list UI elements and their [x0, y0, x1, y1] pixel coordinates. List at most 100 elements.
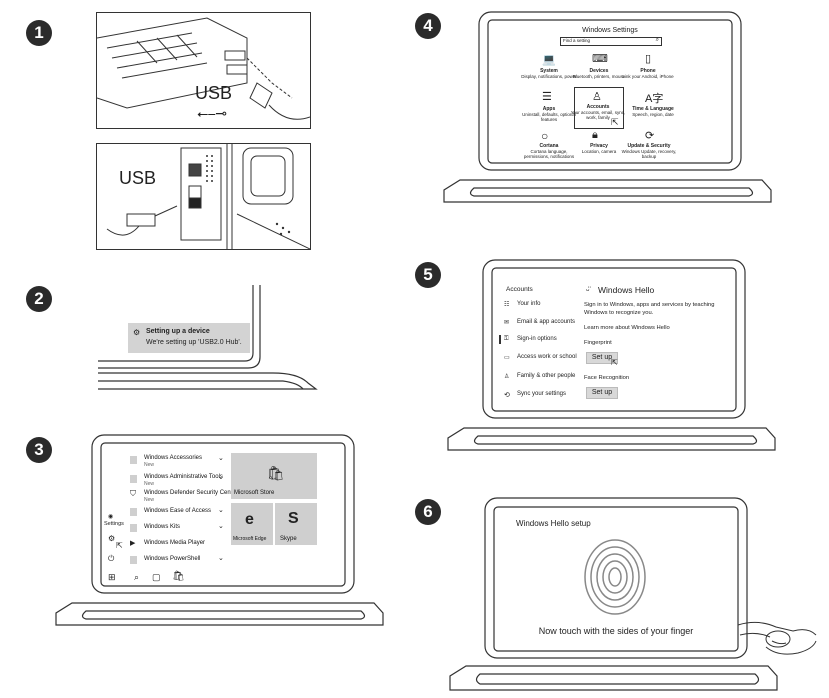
fingerprint-setup-button[interactable]: Set up: [586, 352, 618, 364]
menu-item-accessories[interactable]: Windows Accessories: [144, 455, 203, 461]
laptop-frame-3: [55, 434, 384, 626]
keyboard-icon: ⌨: [592, 53, 608, 65]
cursor-icon: ⇱: [116, 541, 123, 550]
desktop-usb-illustration: USB: [96, 143, 311, 250]
tile-label: Skype: [280, 536, 297, 542]
laptop-corner-drawing: [98, 285, 318, 390]
sidebar-title: Accounts: [506, 286, 533, 293]
app-icon: [130, 456, 137, 464]
user-icon[interactable]: ◉: [108, 514, 114, 520]
step-badge-3: 3: [26, 437, 52, 463]
chevron-down-icon[interactable]: ⌄: [218, 455, 224, 462]
learn-more-link[interactable]: Learn more about Windows Hello: [584, 325, 670, 331]
briefcase-icon: ▭: [504, 355, 510, 361]
task-view-icon[interactable]: ▢: [152, 572, 161, 582]
gear-icon[interactable]: ⚙: [108, 534, 116, 543]
menu-item-kits[interactable]: Windows Kits: [144, 524, 181, 530]
play-icon: ▶: [130, 540, 136, 547]
start-menu: Windows Accessories New ⌄ Windows Admini…: [101, 443, 345, 586]
app-icon: [130, 508, 137, 516]
step-badge-6: 6: [415, 499, 441, 525]
step-badge-5: 5: [415, 262, 441, 288]
chevron-down-icon[interactable]: ⌄: [218, 474, 224, 481]
sidebar-item-sync[interactable]: Sync your settings: [517, 391, 567, 397]
sync-icon: ⟲: [504, 392, 510, 399]
mail-icon: ✉: [504, 320, 510, 326]
app-icon: [130, 556, 137, 564]
cortana-icon: ○: [541, 129, 549, 143]
windows-hello-description: Sign in to Windows, apps and services by…: [584, 302, 715, 316]
menu-item-sub: New: [144, 481, 155, 487]
fingerprint-label: Fingerprint: [584, 340, 612, 346]
step-badge-4: 4: [415, 13, 441, 39]
setup-instruction: Now touch with the sides of your finger: [538, 626, 694, 636]
windows-hello-setup-screen: Windows Hello setup Now touch with the s…: [494, 507, 738, 651]
language-icon: A字: [645, 93, 664, 105]
menu-item-defender[interactable]: Windows Defender Security Center: [144, 490, 238, 496]
notification-title: Setting up a device: [146, 328, 210, 335]
sidebar-item-work-school[interactable]: Access work or school: [517, 354, 577, 360]
gear-icon: ⚙: [133, 328, 141, 337]
windows-start-icon[interactable]: ⊞: [108, 572, 116, 582]
cursor-icon: ⇱: [611, 358, 618, 367]
settings-label: Settings: [104, 521, 124, 527]
laptop-frame-6: [449, 497, 778, 691]
device-notification[interactable]: ⚙ Setting up a device We're setting up '…: [128, 323, 250, 353]
step-badge-1: 1: [26, 20, 52, 46]
person-icon: ♙: [592, 91, 602, 103]
cursor-icon: ⇱: [611, 117, 619, 127]
edge-icon: e: [245, 511, 254, 528]
app-icon: [130, 475, 137, 483]
laptop-frame-5: [447, 259, 776, 451]
face-setup-button[interactable]: Set up: [586, 387, 618, 399]
chevron-down-icon[interactable]: ⌄: [218, 555, 224, 562]
tile-microsoft-store[interactable]: 🛍 Microsoft Store: [231, 453, 317, 499]
selected-indicator: [499, 335, 501, 344]
shopping-bag-icon: 🛍: [267, 465, 285, 481]
laptop-usb-illustration: USB ⭠⎯⊸: [96, 12, 311, 129]
power-icon[interactable]: ⏻: [108, 554, 115, 563]
lock-icon: 🔒︎: [592, 129, 598, 141]
person-icon: ☷: [504, 302, 510, 308]
windows-hello-heading: Windows Hello: [598, 285, 655, 295]
chevron-down-icon[interactable]: ⌄: [218, 507, 224, 514]
tile-microsoft-edge[interactable]: e Microsoft Edge: [231, 503, 273, 545]
search-placeholder: Find a setting: [563, 38, 591, 43]
tile-label: Microsoft Store: [234, 490, 275, 496]
skype-icon: S: [288, 510, 299, 527]
sidebar-item-your-info[interactable]: Your info: [517, 301, 541, 307]
phone-icon: ▯: [645, 53, 652, 65]
family-icon: ♙: [504, 374, 510, 380]
tile-skype[interactable]: S Skype: [275, 503, 317, 545]
notification-body: We're setting up 'USB2.0 Hub'.: [146, 339, 242, 346]
menu-item-ease-of-access[interactable]: Windows Ease of Access: [144, 508, 212, 514]
laptop-icon: 💻: [542, 54, 556, 66]
sidebar-item-email-accounts[interactable]: Email & app accounts: [517, 319, 576, 325]
sidebar-item-sign-in-options[interactable]: Sign-in options: [517, 336, 557, 342]
menu-item-admin-tools[interactable]: Windows Administrative Tools: [144, 474, 223, 480]
chevron-down-icon[interactable]: ⌄: [218, 523, 224, 530]
menu-item-powershell[interactable]: Windows PowerShell: [144, 556, 201, 562]
search-icon[interactable]: ⌕: [134, 572, 140, 582]
update-icon: ⟳: [645, 130, 655, 142]
store-taskbar-icon[interactable]: 🛍: [172, 571, 185, 582]
menu-item-media-player[interactable]: Windows Media Player: [144, 540, 206, 546]
usb-label-bottom: USB: [119, 168, 157, 188]
settings-item-accounts-highlight[interactable]: [574, 87, 624, 129]
usb-icon: ⭠⎯⊸: [197, 105, 227, 121]
usb-label-top: USB: [195, 83, 233, 103]
menu-item-sub: New: [144, 462, 155, 468]
sidebar-item-family[interactable]: Family & other people: [517, 373, 576, 379]
menu-item-sub: New: [144, 497, 155, 503]
key-icon: ⚿: [504, 336, 509, 342]
search-input[interactable]: Find a setting ⌕: [560, 37, 662, 46]
